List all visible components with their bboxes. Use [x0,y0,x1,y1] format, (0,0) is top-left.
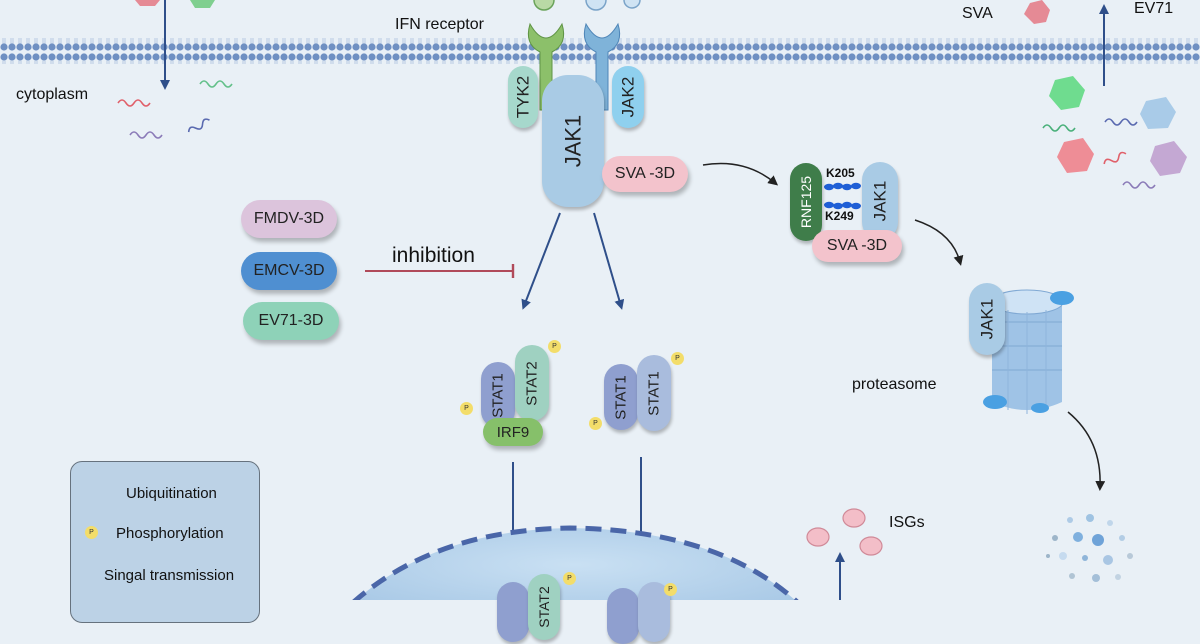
legend-ubiquitination: Ubiquitination [126,485,217,502]
stat2-protein-nuclear: STAT2 [528,574,560,640]
stat1-protein-isgf3: STAT1 [481,362,515,428]
inhibition-label: inhibition [392,244,475,267]
curved-arrow-to-rnf125 [702,162,779,186]
jak1-ubiquitinated: JAK1 [862,162,898,240]
rna-squiggle [117,99,151,107]
ifn-receptor-subunit-2 [583,22,621,111]
fmdv-3d-protein: FMDV-3D [241,200,337,238]
jak1-ub-label: JAK1 [870,180,890,222]
cytoplasm-label: cytoplasm [16,86,89,103]
jak2-label: JAK2 [618,76,638,118]
jak1-label: JAK1 [560,114,585,168]
rna-squiggle [1042,124,1076,132]
curved-arrow-to-proteasome [914,219,964,266]
sva-3d-label: SVA -3D [614,165,676,182]
phospho-stat1-dimer-b: P [671,352,684,365]
fmdv-3d-label: FMDV-3D [253,210,325,227]
signal-arrow-left [521,212,561,310]
sva-3d-bound-label: SVA -3D [826,237,888,254]
irf9-label: IRF9 [496,423,530,441]
emcv-3d-protein: EMCV-3D [241,252,337,290]
ifn-ligand [585,0,607,11]
jak1-at-proteasome: JAK1 [969,283,1005,355]
k249-label: K249 [825,209,854,223]
jak2-protein: JAK2 [612,66,644,128]
legend-signal-transmission: Singal transmission [104,567,235,584]
phospho-stat2: P [548,340,561,353]
phospho-stat1-dimer-a: P [589,417,602,430]
jak1-proteasome-label: JAK1 [977,298,997,340]
ifn-receptor-subunit-1 [527,22,565,111]
stat1-protein-nuclear-a [497,582,529,642]
ev71-3d-label: EV71-3D [258,312,324,329]
isg-product [842,508,866,528]
legend-phosphorylation: Phosphorylation [116,525,224,542]
stat2-protein-isgf3: STAT2 [515,345,549,421]
ubiquitin-chain-k249 [824,201,861,210]
stat2-isgf3-label: STAT2 [523,360,541,406]
isg-product [806,527,830,547]
ifn-receptor-label: IFN receptor [395,16,484,33]
phosphorylation-legend-icon: P [85,526,98,539]
nucleus [355,528,795,600]
stat1-dimer-a-label: STAT1 [612,374,630,420]
rnf125-label: RNF125 [798,175,815,229]
isg-product [859,536,883,556]
tyk2-label: TYK2 [513,75,532,119]
rna-squiggle [1103,151,1127,165]
virus-particle-purple [1150,141,1187,176]
stat1-protein-nuclear-b [607,588,639,644]
stat1-protein-dimer-b: STAT1 [637,355,671,431]
rna-squiggle [1122,181,1156,189]
ev71-3d-protein: EV71-3D [243,302,339,340]
virus-particle-green [190,0,215,8]
curved-arrow-to-degradation [1067,411,1106,491]
virus-particle-pink [135,0,160,6]
phospho-stat1-isgf3: P [460,402,473,415]
diagram-graphics [0,0,1200,600]
virus-particle-blue [1140,97,1176,129]
jak1-protein: JAK1 [542,75,604,207]
signal-arrow-right [593,212,625,310]
sva-3d-bound-protein: SVA -3D [812,230,902,262]
stat1-dimer-b-label: STAT1 [645,370,663,416]
sva-label: SVA [962,5,993,22]
ifn-ligand [533,0,555,11]
phospho-nuclear-stat1: P [664,583,677,596]
irf9-protein: IRF9 [483,418,543,446]
proteasome-label: proteasome [852,376,937,393]
isgs-label: ISGs [889,514,925,531]
degraded-peptides [1046,514,1133,582]
ubiquitin-chain-k205 [824,182,861,191]
stat1-isgf3-label: STAT1 [489,372,507,418]
sva-virus-icon [1024,0,1050,24]
emcv-3d-label: EMCV-3D [253,262,325,279]
phospho-nuclear-stat2: P [563,572,576,585]
sva-3d-protein: SVA -3D [602,156,688,192]
nuclear-envelope [352,525,799,600]
stat1-protein-dimer-a: STAT1 [604,364,638,430]
rna-squiggle [187,118,210,133]
virus-particle-green [1049,76,1085,110]
rna-squiggle [1104,118,1138,126]
stat2-nuclear-label: STAT2 [536,586,552,628]
rnf125-protein: RNF125 [790,163,822,241]
rna-squiggle [129,131,163,139]
ev71-label: EV71 [1134,0,1174,17]
tyk2-protein: TYK2 [508,66,538,128]
k205-label: K205 [826,166,855,180]
ifn-ligand [623,0,641,9]
rna-squiggle [199,80,233,88]
virus-particle-pink [1057,138,1094,173]
legend-box [70,461,260,623]
